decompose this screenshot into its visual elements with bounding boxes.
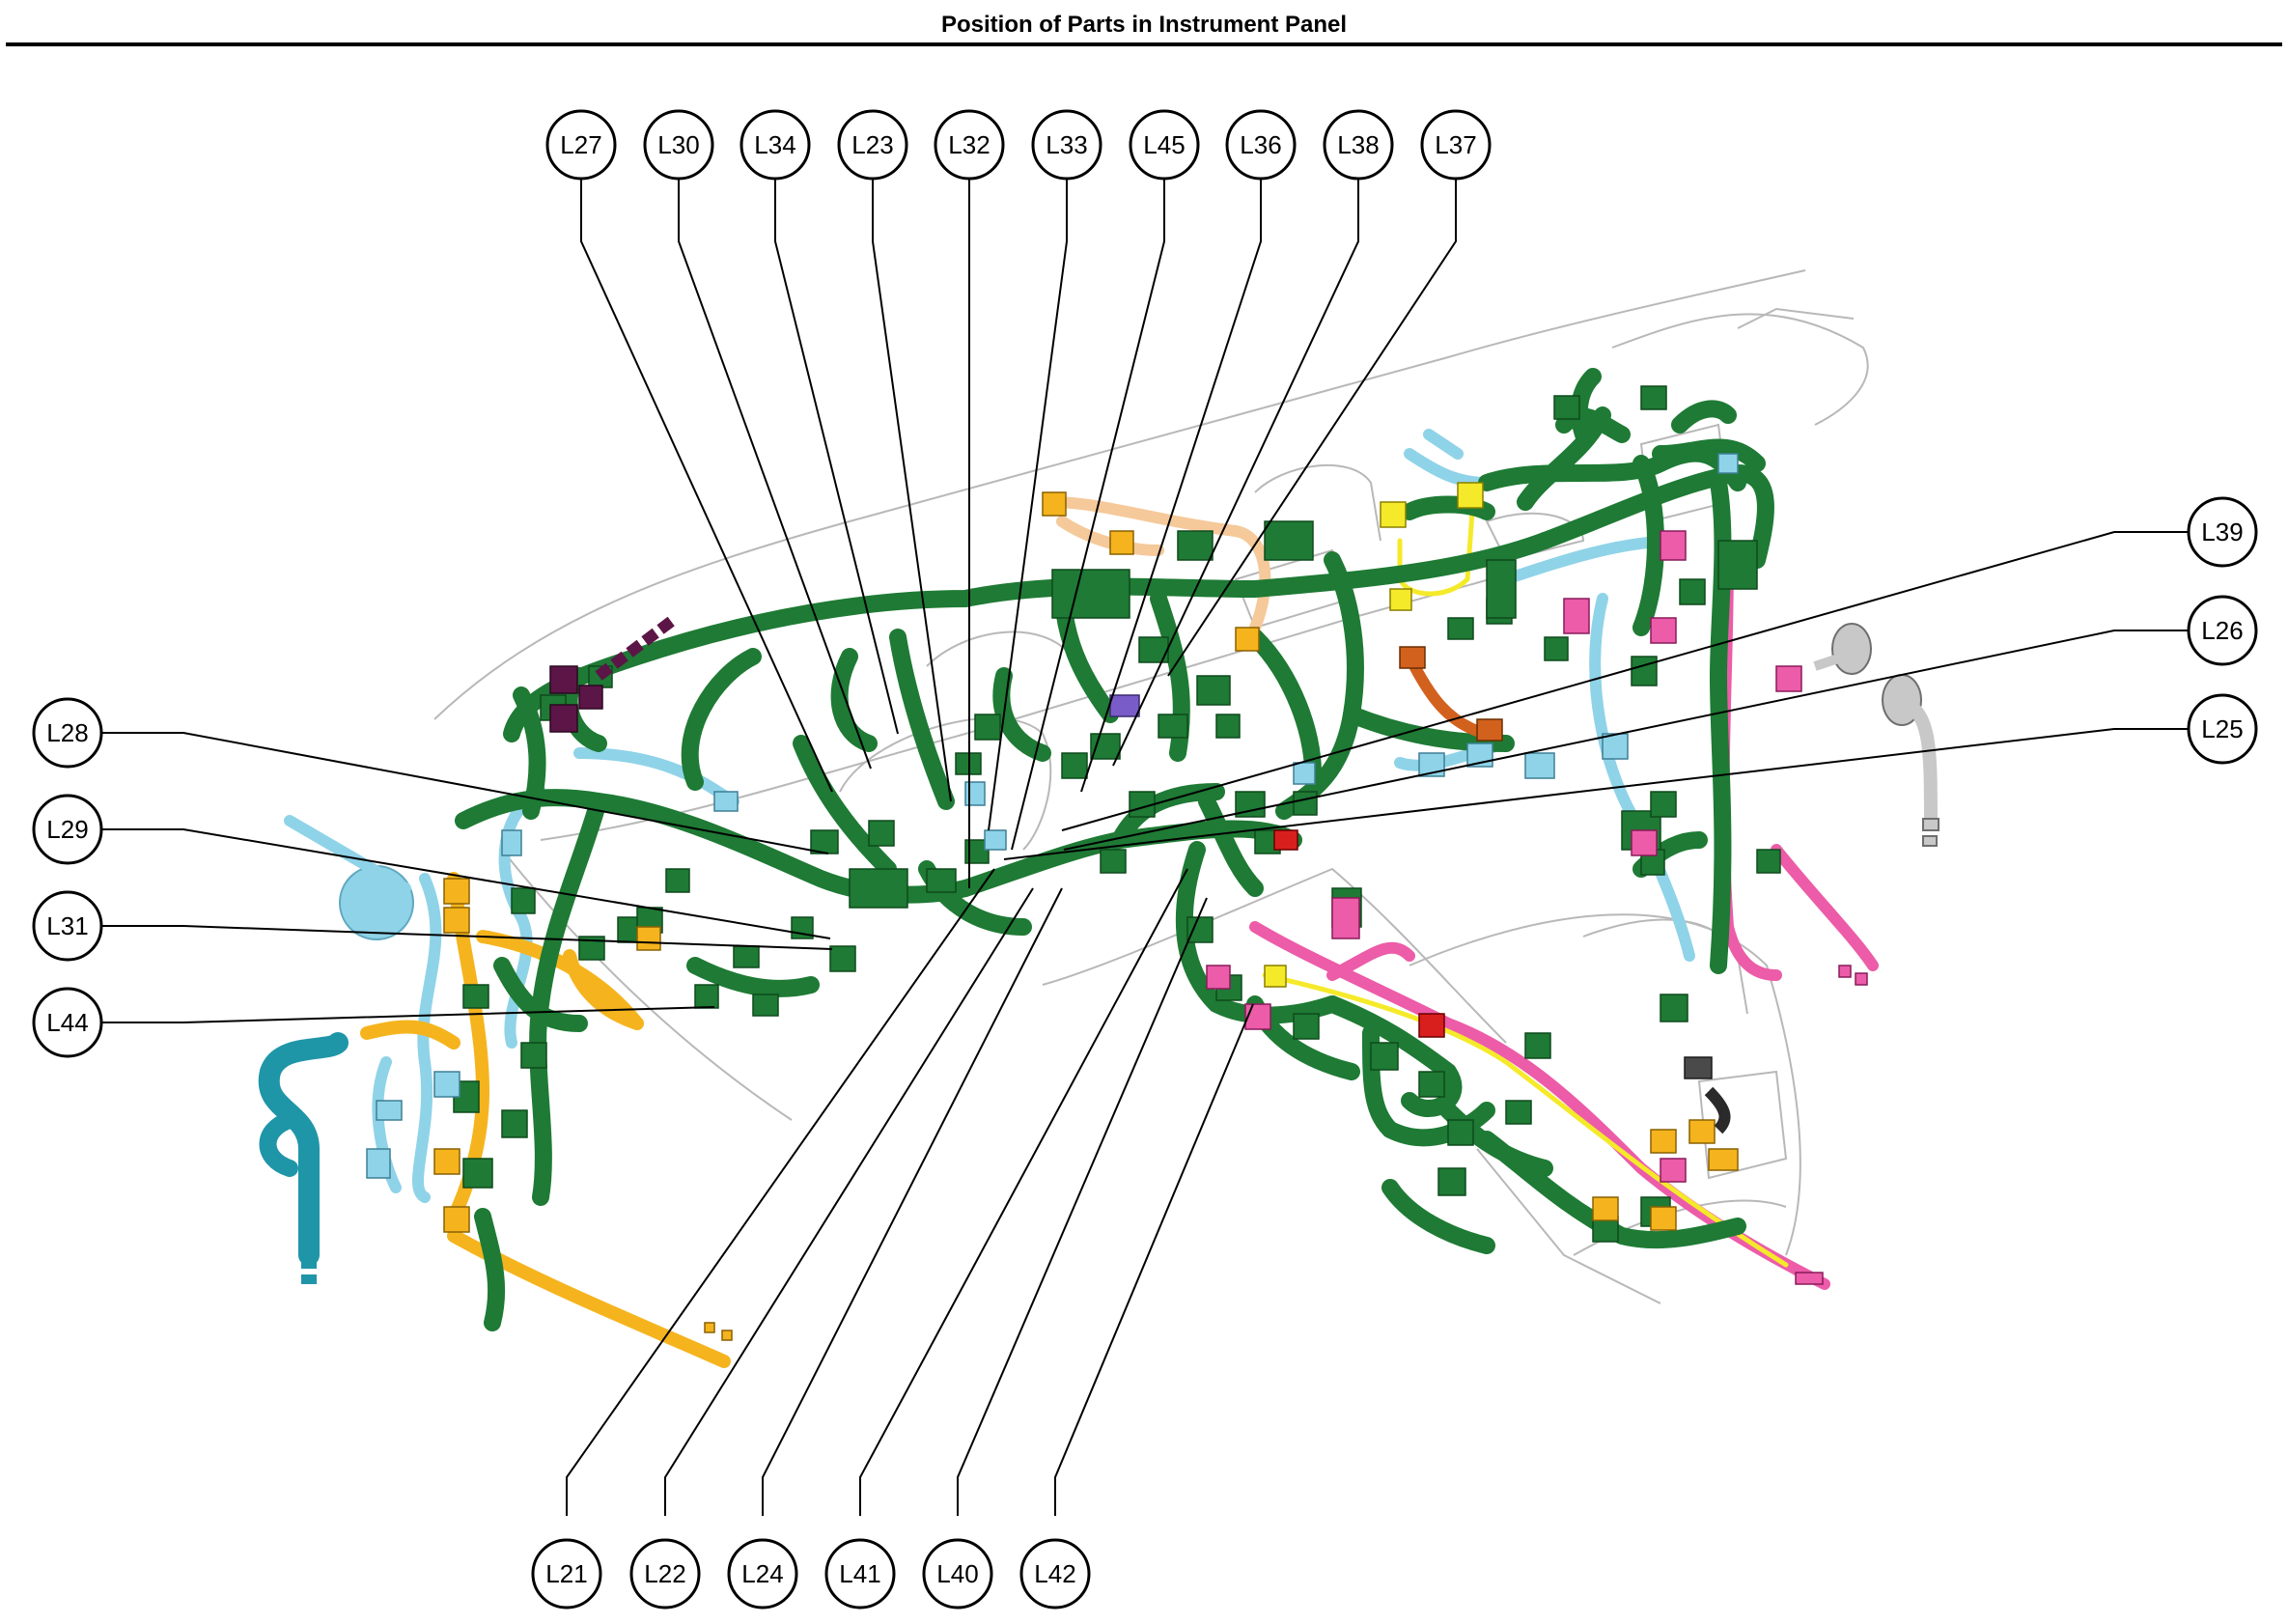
callout-label: L26 bbox=[2201, 616, 2243, 645]
callout-circle bbox=[2187, 595, 2258, 666]
callout-label: L42 bbox=[1034, 1559, 1075, 1588]
callout-circle bbox=[629, 1538, 701, 1610]
green-connectors bbox=[453, 385, 1781, 1243]
callout-circle bbox=[32, 794, 103, 865]
callout-label: L27 bbox=[560, 130, 601, 159]
leader-lines bbox=[102, 174, 2193, 1516]
callout-label: L24 bbox=[741, 1559, 783, 1588]
callout-circle bbox=[32, 890, 103, 962]
callout-circle bbox=[837, 109, 908, 181]
callout-circle bbox=[545, 109, 617, 181]
callout-circle bbox=[934, 109, 1005, 181]
callout-circle bbox=[643, 109, 714, 181]
callout-circle bbox=[32, 987, 103, 1058]
teal-harness bbox=[258, 1032, 349, 1284]
page-title: Position of Parts in Instrument Panel bbox=[940, 12, 1348, 38]
callout-circle bbox=[32, 697, 103, 769]
pink-connectors bbox=[1206, 530, 1868, 1285]
special-connectors bbox=[549, 482, 1731, 1134]
callout-label: L45 bbox=[1143, 130, 1185, 159]
callout-label: L23 bbox=[851, 130, 893, 159]
light-blue-harness-left bbox=[284, 429, 1695, 1203]
light-blue-connectors bbox=[366, 453, 1739, 1179]
callout-label: L31 bbox=[46, 911, 88, 940]
callout-circle bbox=[1129, 109, 1200, 181]
callout-label: L21 bbox=[545, 1559, 587, 1588]
callout-label: L38 bbox=[1337, 130, 1379, 159]
callout-label: L36 bbox=[1240, 130, 1281, 159]
orange-connectors bbox=[433, 491, 1739, 1341]
callout-circle bbox=[1225, 109, 1297, 181]
callout-circle bbox=[727, 1538, 798, 1610]
callout-label: L32 bbox=[948, 130, 990, 159]
callout-circle bbox=[2187, 496, 2258, 568]
callout-label: L28 bbox=[46, 718, 88, 747]
callout-label: L39 bbox=[2201, 518, 2243, 546]
callout-circle bbox=[531, 1538, 602, 1610]
callout-circle bbox=[1019, 1538, 1091, 1610]
callout-label: L29 bbox=[46, 815, 88, 844]
callout-label: L44 bbox=[46, 1008, 88, 1037]
callout-circle bbox=[739, 109, 811, 181]
callout-circle bbox=[824, 1538, 896, 1610]
callout-label: L33 bbox=[1046, 130, 1087, 159]
callout-circle bbox=[1323, 109, 1394, 181]
title-rule bbox=[6, 42, 2282, 46]
callout-label: L34 bbox=[754, 130, 795, 159]
callout-label: L22 bbox=[644, 1559, 685, 1588]
callout-circle bbox=[1031, 109, 1102, 181]
callout-label: L30 bbox=[657, 130, 699, 159]
callout-circle bbox=[1420, 109, 1492, 181]
callout-label: L40 bbox=[936, 1559, 978, 1588]
dashboard-outline bbox=[433, 269, 1869, 1304]
callout-label: L37 bbox=[1435, 130, 1476, 159]
gray-grommet-component bbox=[1813, 623, 1939, 847]
callout-circle bbox=[2187, 693, 2258, 765]
callout-label: L41 bbox=[839, 1559, 880, 1588]
callout-circle bbox=[922, 1538, 993, 1610]
callout-label: L25 bbox=[2201, 714, 2243, 743]
